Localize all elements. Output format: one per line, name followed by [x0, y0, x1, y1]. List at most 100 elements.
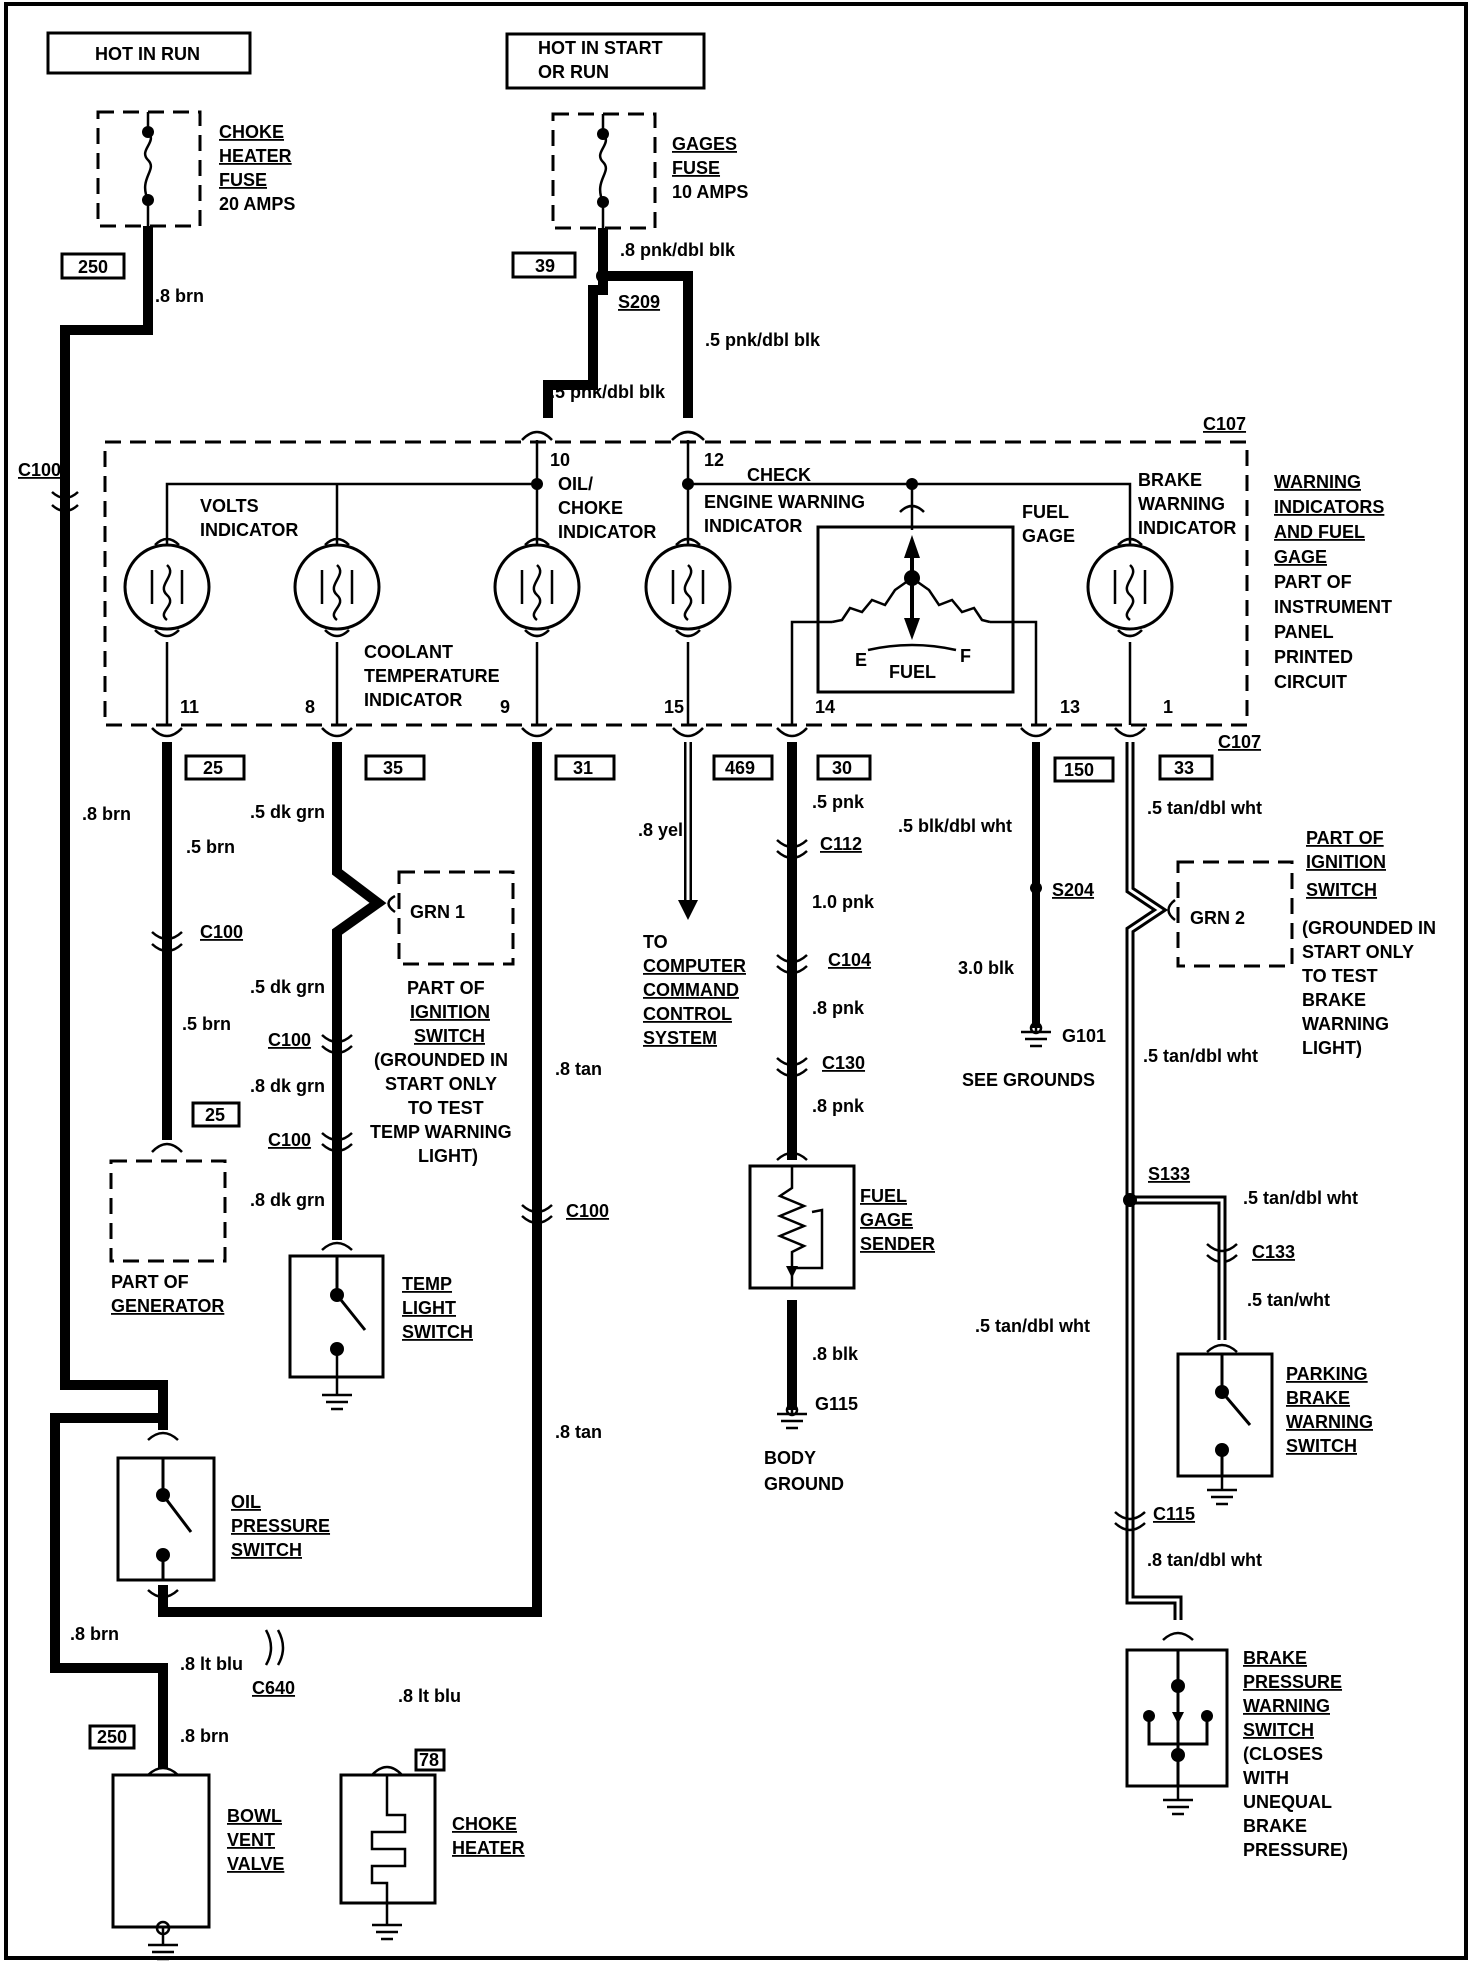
temp-switch-ground-icon [322, 1349, 352, 1411]
hot-in-start-box [505, 32, 706, 90]
splice-s209-dot [596, 269, 610, 283]
connector-c100-oil-mark [521, 1204, 553, 1225]
wire-label-w21: 3.0 blk [958, 958, 1015, 978]
wire-label-w19: .8 blk [812, 1344, 859, 1364]
hot-in-start-label-2: OR RUN [538, 62, 609, 82]
g101-ground-terminal [1029, 1021, 1043, 1035]
fuel-gage-coils [831, 576, 991, 624]
fuel-gage-e: E [855, 650, 867, 670]
brake-label-1: BRAKE [1138, 470, 1202, 490]
ign1-switch-2: SWITCH [414, 1026, 485, 1046]
connector-c115-mark [1114, 1511, 1146, 1532]
bowl-vent-label-1: BOWL [227, 1806, 282, 1826]
choke-fuse-label-2: HEATER [219, 146, 292, 166]
wire-brown-bowl [50, 1413, 168, 1768]
pin-12: 12 [704, 450, 724, 470]
oil-switch-terminal-top [147, 1431, 179, 1441]
connector-c640: C640 [252, 1678, 295, 1698]
ign1-switch-1: IGNITION [410, 1002, 490, 1022]
fuel-sender-arrow [786, 1266, 798, 1278]
fuel-gage-label-2: GAGE [1022, 526, 1075, 546]
oil-switch-label-1: OIL [231, 1492, 261, 1512]
connector-c107-bottom-marks [151, 727, 1146, 738]
connector-c100-volts: C100 [200, 922, 243, 942]
brake-pressure-terminal [1162, 1631, 1194, 1641]
fuel-gage-needle-up [904, 535, 920, 558]
brake-pressure-dot-bottom [1171, 1748, 1185, 1762]
pin-10: 10 [550, 450, 570, 470]
circuit-150: 150 [1064, 760, 1094, 780]
circuit-box-30 [816, 754, 872, 781]
brake-warning-indicator-bulb [1086, 537, 1174, 638]
circuit-box-78 [414, 1748, 446, 1772]
wire-label-w1: .8 brn [155, 286, 204, 306]
check-label-3: INDICATOR [704, 516, 802, 536]
volts-label-2: INDICATOR [200, 520, 298, 540]
choke-fuse-dot-bottom [142, 194, 154, 206]
fuel-sender-terminal [776, 1151, 808, 1161]
brake-pressure-dot-top [1171, 1679, 1185, 1693]
bowl-vent-terminal [147, 1766, 179, 1776]
circuit-250-bottom: 250 [97, 1727, 127, 1747]
hot-in-run-label: HOT IN RUN [95, 44, 200, 64]
brake-pressure-switch-arrow [1172, 1712, 1184, 1724]
choke-fuse-label-1: CHOKE [219, 122, 284, 142]
coolant-indicator-bulb [293, 537, 381, 638]
brake-label-3: INDICATOR [1138, 518, 1236, 538]
ign1-part: PART OF [407, 978, 485, 998]
connector-c112-mark [776, 839, 808, 860]
ign2-note-4: BRAKE [1302, 990, 1366, 1010]
panel-internal-bus [165, 440, 1132, 545]
grn1-contact [387, 894, 396, 914]
circuit-box-33 [1158, 754, 1214, 781]
brake-pressure-dot-right [1201, 1710, 1213, 1722]
panel-label-p1: PART OF [1274, 572, 1352, 592]
choke-heater-ground-icon [372, 1903, 402, 1941]
choke-heater-label-2: HEATER [452, 1838, 525, 1858]
brake-pressure-label-2: PRESSURE [1243, 1672, 1342, 1692]
choke-heater-label-1: CHOKE [452, 1814, 517, 1834]
wire-label-w3: .5 pnk/dbl blk [705, 330, 821, 350]
grn2-contact [1167, 899, 1176, 921]
see-grounds: SEE GROUNDS [962, 1070, 1095, 1090]
brake-pressure-label-1: BRAKE [1243, 1648, 1307, 1668]
wire-label-w7: .5 brn [182, 1014, 231, 1034]
splice-s133: S133 [1148, 1164, 1190, 1184]
wire-label-w15: .5 pnk [812, 792, 865, 812]
parking-brake-switch-box [1176, 1352, 1274, 1478]
g115-ground-icon [777, 1410, 807, 1430]
parking-switch-dot-bottom [1215, 1443, 1229, 1457]
grn1-outline [397, 870, 515, 966]
wire-oil-tan [158, 742, 542, 1617]
connector-c100-left-mark [51, 491, 79, 513]
brake-pressure-label-3: WARNING [1243, 1696, 1330, 1716]
gages-fuse-rating: 10 AMPS [672, 182, 748, 202]
brake-pressure-note-2: WITH [1243, 1768, 1289, 1788]
pin-11: 11 [180, 697, 199, 717]
connector-c130-mark [776, 1057, 808, 1078]
parking-brake-label-4: SWITCH [1286, 1436, 1357, 1456]
bowl-vent-valve-box [111, 1773, 211, 1929]
brake-pressure-label-4: SWITCH [1243, 1720, 1314, 1740]
body-ground-1: BODY [764, 1448, 816, 1468]
fuel-gage-f: F [960, 646, 971, 666]
fuel-gage-fuel: FUEL [889, 662, 936, 682]
oil-switch-label-3: SWITCH [231, 1540, 302, 1560]
brake-pressure-ground-icon [1163, 1786, 1193, 1816]
generator-label-1: PART OF [111, 1272, 189, 1292]
generator-terminal [151, 1142, 183, 1153]
circuit-39: 39 [535, 256, 555, 276]
pin-15: 15 [664, 697, 684, 717]
wire-label-w30: .8 lt blu [398, 1686, 461, 1706]
splice-s209: S209 [618, 292, 660, 312]
oil-switch-terminal-bottom [147, 1589, 179, 1599]
circuit-35: 35 [383, 758, 403, 778]
wire-label-w16: 1.0 pnk [812, 892, 875, 912]
parking-brake-label-2: BRAKE [1286, 1388, 1350, 1408]
circuit-31: 31 [573, 758, 593, 778]
wire-label-w31: .8 brn [180, 1726, 229, 1746]
fuel-sender-label-2: GAGE [860, 1210, 913, 1230]
fuel-gage-needle-down [904, 618, 920, 640]
